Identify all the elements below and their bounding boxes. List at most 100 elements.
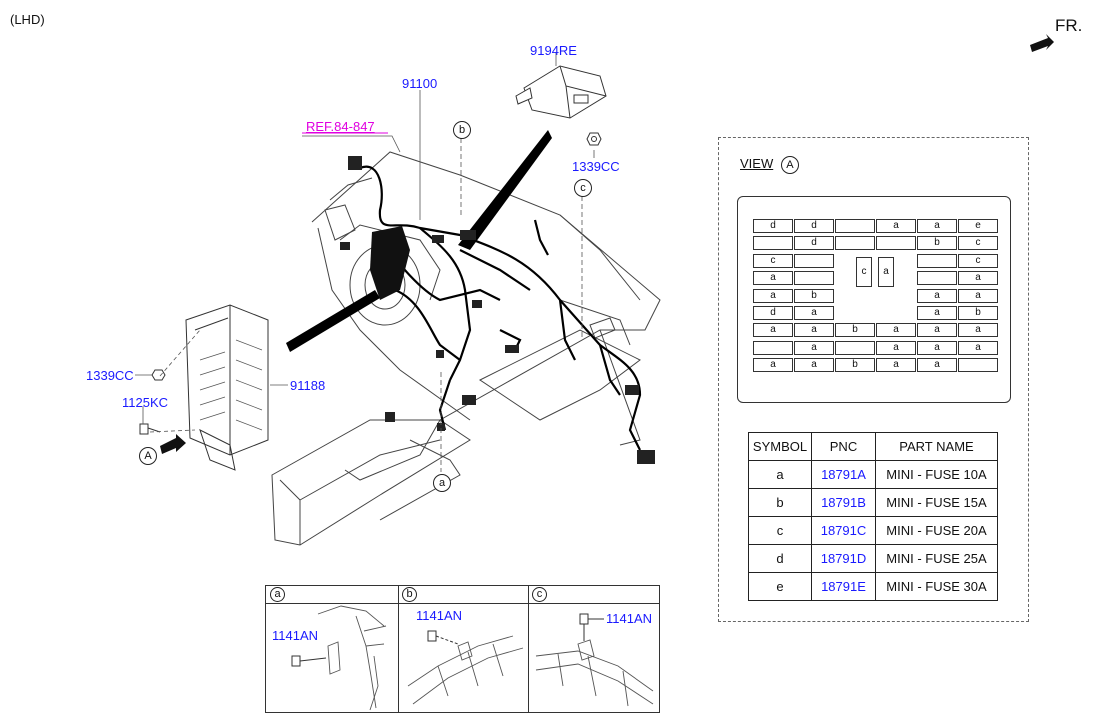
ref-label[interactable]: REF.84-847 bbox=[306, 119, 375, 134]
detail-part-a[interactable]: 1141AN bbox=[272, 628, 319, 643]
legend-row: b 18791B MINI - FUSE 15A bbox=[748, 488, 998, 517]
part-label-bolt[interactable]: 1125KC bbox=[122, 395, 169, 410]
fuse-slot: a bbox=[917, 358, 957, 373]
view-a-panel bbox=[718, 137, 1029, 622]
fuse-slot: e bbox=[958, 219, 998, 233]
detail-panels: a 1141AN b 1141AN c 1141A bbox=[265, 585, 660, 713]
legend-pnc[interactable]: 18791B bbox=[811, 488, 876, 517]
legend-part-name: MINI - FUSE 10A bbox=[875, 460, 998, 489]
large-fuse-slot: c bbox=[856, 257, 872, 287]
detail-panel-b: b 1141AN bbox=[398, 586, 529, 712]
callout-view-a: A bbox=[139, 447, 157, 465]
legend-symbol: c bbox=[748, 516, 812, 545]
fuse-slot: c bbox=[958, 253, 998, 268]
fuse-slot bbox=[917, 271, 957, 286]
variant-label: (LHD) bbox=[10, 12, 45, 27]
fuse-legend-table: SYMBOL PNC PART NAME a 18791A MINI - FUS… bbox=[748, 432, 998, 601]
view-a-title-marker: A bbox=[780, 156, 799, 174]
legend-part-name: MINI - FUSE 30A bbox=[875, 572, 998, 601]
legend-symbol: e bbox=[748, 572, 812, 601]
view-a-title: VIEW A bbox=[740, 156, 799, 174]
detail-marker-a: a bbox=[270, 587, 285, 602]
legend-part-name: MINI - FUSE 15A bbox=[875, 488, 998, 517]
part-label-sensor[interactable]: 9194RE bbox=[530, 43, 577, 58]
part-label-nut-top[interactable]: 1339CC bbox=[572, 159, 620, 174]
detail-header-row bbox=[266, 586, 659, 604]
legend-part-name: MINI - FUSE 20A bbox=[875, 516, 998, 545]
fuse-slot: a bbox=[917, 306, 957, 320]
detail-b-art bbox=[407, 630, 524, 705]
fuse-slot: a bbox=[794, 358, 834, 373]
front-arrow-icon bbox=[1030, 34, 1054, 52]
fuse-slot bbox=[876, 236, 916, 251]
fuse-slot: b bbox=[835, 358, 875, 373]
view-a-arrow-icon bbox=[160, 434, 186, 454]
fuse-slot: a bbox=[794, 306, 834, 320]
fuse-slot: a bbox=[753, 288, 793, 303]
fuse-slot: a bbox=[958, 288, 998, 303]
legend-symbol: d bbox=[748, 544, 812, 573]
legend-row: c 18791C MINI - FUSE 20A bbox=[748, 516, 998, 545]
fuse-slot: b bbox=[794, 288, 834, 303]
detail-c-art bbox=[535, 613, 654, 707]
fuse-slot: a bbox=[876, 340, 916, 355]
detail-part-c[interactable]: 1141AN bbox=[606, 611, 653, 626]
legend-row: d 18791D MINI - FUSE 25A bbox=[748, 544, 998, 573]
legend-pnc[interactable]: 18791A bbox=[811, 460, 876, 489]
legend-part-name: MINI - FUSE 25A bbox=[875, 544, 998, 573]
legend-row: e 18791E MINI - FUSE 30A bbox=[748, 572, 998, 601]
fuse-slot: a bbox=[917, 219, 957, 233]
callout-c: c bbox=[574, 179, 592, 197]
fuse-slot bbox=[835, 340, 875, 355]
front-label: FR. bbox=[1055, 16, 1083, 35]
fuse-slot: a bbox=[917, 340, 957, 355]
fuse-slot bbox=[753, 236, 793, 251]
fuse-slot: a bbox=[958, 340, 998, 355]
large-fuse-slot: a bbox=[878, 257, 894, 287]
fuse-slot: b bbox=[958, 306, 998, 320]
part-label-nut-left[interactable]: 1339CC bbox=[86, 368, 134, 383]
fuse-slot: a bbox=[794, 323, 834, 338]
part-label-junction-box[interactable]: 91188 bbox=[290, 378, 326, 393]
callout-a: a bbox=[433, 474, 451, 492]
fuse-slot: a bbox=[917, 288, 957, 303]
fuse-slot bbox=[958, 358, 998, 373]
detail-a-art bbox=[291, 605, 387, 711]
part-label-harness[interactable]: 91100 bbox=[402, 76, 438, 91]
fuse-slot bbox=[753, 340, 793, 355]
fuse-slot: b bbox=[835, 323, 875, 338]
fuse-slot bbox=[835, 236, 875, 251]
fuse-slot: a bbox=[917, 323, 957, 338]
legend-header-pnc: PNC bbox=[811, 432, 876, 461]
fuse-slot bbox=[794, 253, 834, 268]
fuse-slot: d bbox=[753, 306, 793, 320]
fuse-slot: d bbox=[794, 219, 834, 233]
legend-row: a 18791A MINI - FUSE 10A bbox=[748, 460, 998, 489]
legend-pnc[interactable]: 18791C bbox=[811, 516, 876, 545]
legend-symbol: b bbox=[748, 488, 812, 517]
legend-pnc[interactable]: 18791D bbox=[811, 544, 876, 573]
fuse-slot: a bbox=[753, 358, 793, 373]
fuse-slot: a bbox=[958, 271, 998, 286]
legend-pnc[interactable]: 18791E bbox=[811, 572, 876, 601]
detail-part-b[interactable]: 1141AN bbox=[416, 608, 463, 623]
legend-symbol: a bbox=[748, 460, 812, 489]
view-a-title-text: VIEW bbox=[740, 156, 774, 171]
fuse-slot: c bbox=[958, 236, 998, 251]
fuse-slot: a bbox=[753, 271, 793, 286]
detail-marker-c: c bbox=[532, 587, 547, 602]
fuse-slot bbox=[794, 271, 834, 286]
fuse-slot bbox=[835, 219, 875, 233]
detail-panel-a: a 1141AN bbox=[266, 586, 399, 712]
fuse-slot: a bbox=[876, 219, 916, 233]
fuse-slot: a bbox=[876, 358, 916, 373]
fuse-slot: b bbox=[917, 236, 957, 251]
detail-panel-c: c 1141AN bbox=[528, 586, 659, 712]
fuse-slot: a bbox=[753, 323, 793, 338]
fuse-slot: a bbox=[958, 323, 998, 338]
fuse-slot: a bbox=[876, 323, 916, 338]
legend-header-name: PART NAME bbox=[875, 432, 998, 461]
fuse-slot: d bbox=[794, 236, 834, 251]
